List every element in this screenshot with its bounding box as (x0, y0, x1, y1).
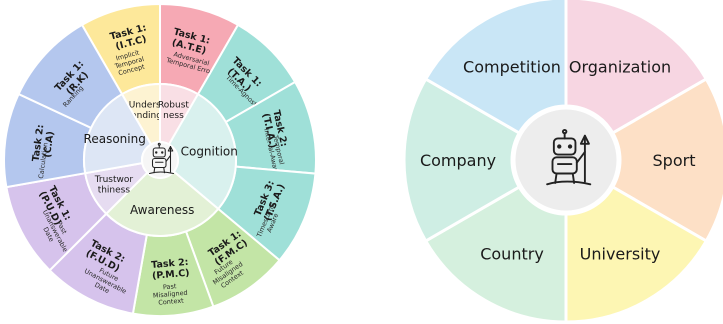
task-subtitle-line: Past (163, 282, 178, 291)
task-label-tsa: Task 3:(T.S.A.)TimestampAware (252, 178, 288, 239)
task-title: Task 3:(T.S.A.) (252, 178, 287, 222)
category-label-reasoning: Reasoning (84, 132, 146, 146)
entity-label-organization: Organization (569, 57, 671, 76)
task-title-line: Task 2: (151, 257, 189, 271)
task-subtitle: PastMisalignedContext (152, 281, 189, 307)
category-label-robustness-line: ness (163, 111, 184, 121)
category-label-cognition-line: Cognition (181, 145, 238, 159)
entity-label-competition: Competition (463, 57, 561, 76)
entity-segment-company (402, 76, 522, 244)
category-label-trustworthiness-line: thiness (98, 185, 131, 195)
entity-segment-organization (564, 0, 709, 136)
entity-label-sport: Sport (653, 151, 696, 170)
category-label-awareness-line: Awareness (130, 203, 194, 217)
entity-label-country: Country (480, 245, 544, 264)
robot-astronaut-icon (148, 142, 175, 175)
task-title-line: (C.A) (42, 131, 56, 159)
entity-label-university: University (580, 245, 661, 264)
entity-label-company: Company (420, 151, 496, 170)
category-label-reasoning-line: Reasoning (84, 132, 146, 146)
category-label-trustworthiness-line: Trustwor (94, 175, 134, 185)
category-label-understanding-line: Underst (129, 101, 165, 111)
entity-segment-sport (610, 76, 723, 244)
task-title-line: Task 2: (31, 124, 47, 162)
task-title: Task 2:(P.M.C) (151, 257, 190, 282)
task-subtitle-line: Misaligned (153, 289, 188, 300)
task-title: Task 2:(C.A) (31, 124, 58, 164)
robot-astronaut-icon (546, 128, 592, 186)
category-label-understanding-line: anding (131, 111, 162, 121)
category-label-robustness-line: Robust (158, 101, 189, 111)
entity-segment-competition (423, 0, 568, 136)
left-hub (141, 141, 179, 179)
left-wheel-group: Task 1:(I.T.C)ImplicitTemporalConceptTas… (3, 2, 317, 317)
task-subtitle-line: Context (158, 297, 185, 307)
category-label-awareness: Awareness (130, 203, 194, 217)
right-hub (512, 106, 620, 214)
task-title-line: (P.M.C) (152, 268, 190, 282)
entity-segment-university (564, 184, 709, 324)
task-label-pmc: Task 2:(P.M.C)PastMisalignedContext (151, 257, 190, 307)
category-label-cognition: Cognition (181, 145, 238, 159)
